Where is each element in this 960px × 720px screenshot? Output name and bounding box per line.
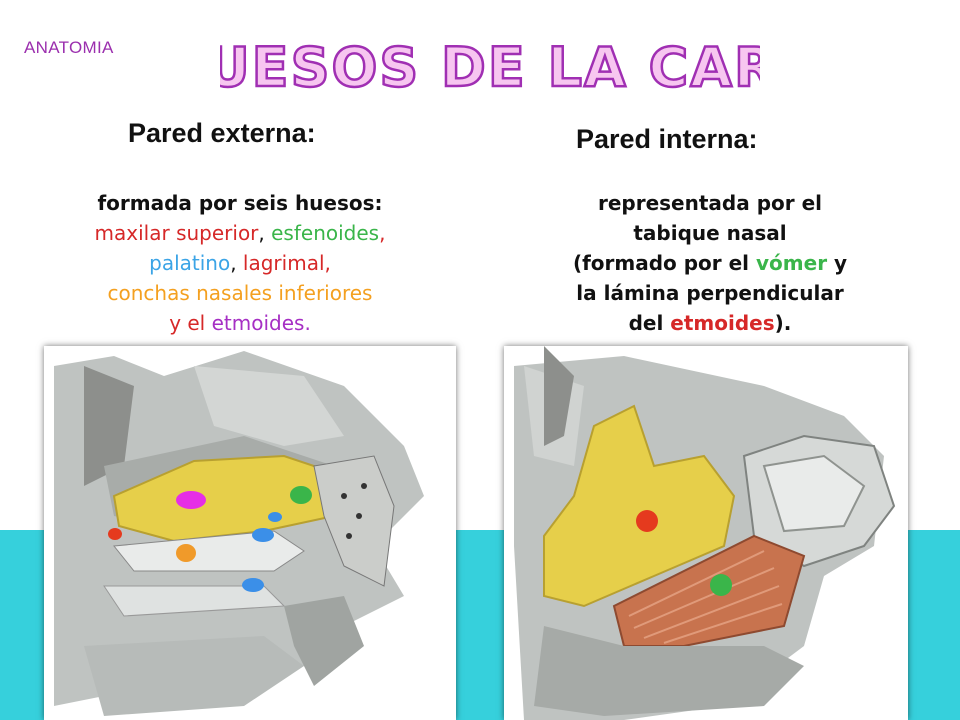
slide-title-text: HUESOS DE LA CARA	[220, 36, 760, 99]
medial-wall-illustration	[504, 346, 908, 720]
bone-etmoides-right: etmoides	[670, 311, 775, 335]
marker-green	[290, 486, 312, 504]
line-2: tabique nasal	[633, 221, 787, 245]
marker-blue-1	[252, 528, 274, 542]
separator: ,	[324, 251, 331, 275]
separator: ,	[230, 251, 243, 275]
marker-blue-2	[268, 512, 282, 522]
lateral-wall-illustration	[44, 346, 456, 720]
marker-orange	[176, 544, 196, 562]
marker-magenta	[176, 491, 206, 509]
heading-pared-externa: Pared externa:	[128, 118, 316, 148]
line-1: representada por el	[597, 191, 822, 215]
subject-label: ANATOMIA	[24, 38, 114, 57]
marker-red	[636, 510, 658, 532]
pared-externa-description: formada por seis huesos: maxilar superio…	[20, 188, 460, 338]
line-3a: (formado por el	[572, 251, 757, 275]
period: .	[304, 311, 311, 335]
bone-esfenoides: esfenoides	[271, 221, 380, 245]
slide-title: HUESOS DE LA CARA	[220, 28, 760, 108]
pared-interna-description: representada por el tabique nasal (forma…	[500, 188, 920, 338]
bone-conchas-nasales: conchas nasales inferiores	[107, 281, 373, 305]
bone-lagrimal: lagrimal	[242, 251, 325, 275]
separator: ,	[379, 221, 386, 245]
marker-blue-3	[242, 578, 264, 592]
bone-vomer: vómer	[756, 251, 828, 275]
intro-line: formada por seis huesos:	[97, 191, 383, 215]
conjunction: y el	[169, 311, 212, 335]
separator: ,	[258, 221, 272, 245]
marker-red	[108, 528, 122, 540]
bone-etmoides: etmoides	[211, 311, 305, 335]
line-5b: ).	[774, 311, 792, 335]
bone-palatino: palatino	[149, 251, 231, 275]
bone-maxilar: maxilar superior	[94, 221, 259, 245]
heading-pared-interna: Pared interna:	[576, 124, 758, 154]
marker-green	[710, 574, 732, 596]
line-4: la lámina perpendicular	[576, 281, 844, 305]
line-5a: del	[628, 311, 671, 335]
line-3b: y	[827, 251, 848, 275]
